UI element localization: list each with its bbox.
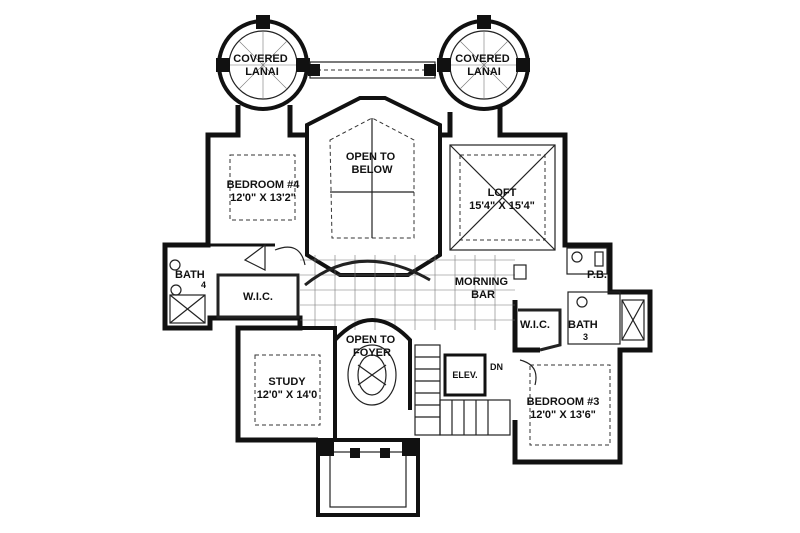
open-below-line2: BELOW (352, 164, 394, 176)
lanai-right-label: COVERED LANAI (455, 53, 512, 78)
powder-bath-label: P.B. (587, 269, 607, 281)
bedroom-4-size: 12'0" X 13'2" (230, 192, 296, 204)
open-below-line1: OPEN TO (346, 151, 396, 163)
lanai-left-label: COVERED LANAI (233, 53, 290, 78)
entry-portico (316, 438, 420, 517)
bedroom-3-label: BEDROOM #3 (527, 396, 600, 408)
bedroom-3-size: 12'0" X 13'6" (530, 409, 596, 421)
morning-bar-line1: MORNING (455, 276, 508, 288)
open-to-below-label: OPEN TO BELOW (346, 151, 398, 176)
lanai-left (216, 15, 310, 111)
open-to-foyer-label: OPEN TO FOYER (346, 334, 398, 359)
loft-label: LOFT (488, 187, 517, 199)
wic-left-label: W.I.C. (243, 291, 273, 303)
bath-4-label: BATH (175, 269, 205, 281)
bedroom-3 (519, 359, 611, 446)
hall-tile-grid (300, 255, 515, 330)
bath-3 (567, 291, 645, 345)
bath-3-number: 3 (583, 332, 588, 342)
lanai-right-line1: COVERED (455, 53, 509, 65)
open-to-below-area (305, 96, 442, 277)
lanai-right-line2: LANAI (467, 66, 501, 78)
bedroom-4-label: BEDROOM #4 (227, 179, 301, 191)
stairs-down-label: DN (490, 362, 503, 372)
loft-size: 15'4" X 15'4" (469, 200, 535, 212)
lanai-left-line2: LANAI (245, 66, 279, 78)
wic-right (518, 308, 562, 352)
elevator-label: ELEV. (452, 370, 477, 380)
elevator (443, 353, 487, 397)
wic-right-label: W.I.C. (520, 319, 550, 331)
open-foyer-line1: OPEN TO (346, 334, 396, 346)
wic-left (216, 243, 306, 319)
bedroom-4 (208, 154, 296, 247)
open-foyer-line2: FOYER (353, 347, 391, 359)
open-to-foyer (333, 318, 412, 410)
stairs (414, 344, 511, 436)
bath-4-number: 4 (201, 280, 206, 290)
loft (449, 144, 556, 251)
powder-bath (513, 247, 608, 280)
bath-4 (169, 259, 206, 324)
lanai-right (437, 15, 530, 111)
bath-3-label: BATH (568, 319, 598, 331)
study-size: 12'0" X 14'0 (257, 389, 318, 401)
morning-bar-line2: BAR (471, 289, 495, 301)
lanai-left-line1: COVERED (233, 53, 287, 65)
balcony-rail (308, 61, 436, 79)
study (236, 326, 337, 442)
study-label: STUDY (268, 376, 306, 388)
morning-bar-label: MORNING BAR (455, 276, 511, 301)
